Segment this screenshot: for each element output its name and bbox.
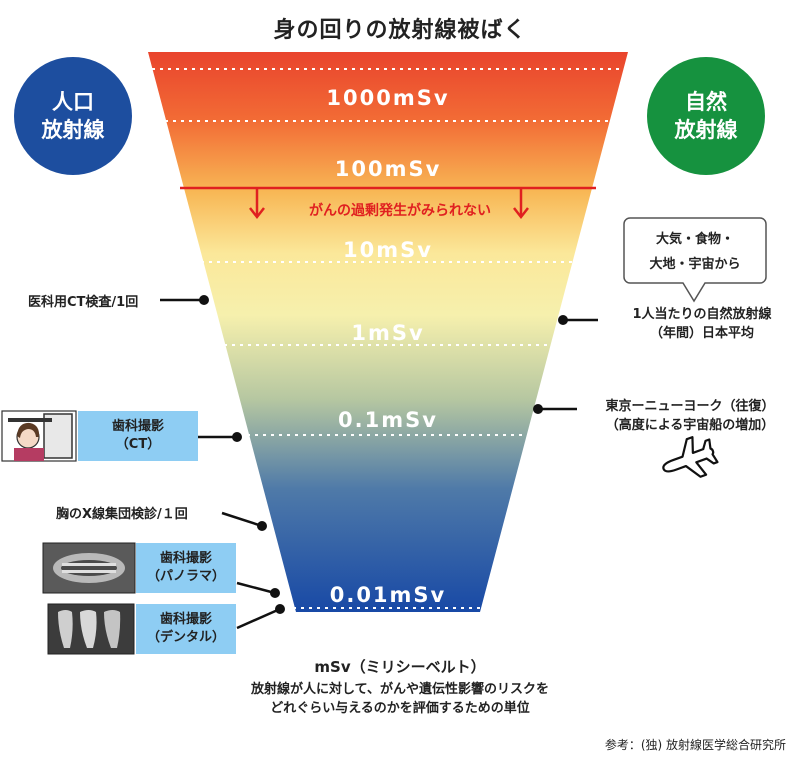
dental-dental-line2: （デンタル） [146, 630, 225, 645]
unit-title: mSv（ミリシーベルト） [314, 658, 486, 676]
scale-label-1000: 1000mSv [326, 86, 450, 110]
bubble-text: 大気・食物・ 大地・宇宙から [624, 228, 766, 277]
unit-desc-line1: 放射線が人に対して、がんや遺伝性影響のリスクを [251, 682, 549, 697]
dental-dental-box: 歯科撮影 （デンタル） [136, 604, 236, 654]
pointer-lines [160, 298, 598, 630]
bubble-line2: 大地・宇宙から [649, 256, 741, 272]
flight-note-line1: 東京ーニューヨーク（往復） [605, 399, 775, 414]
right-circle-line2: 放射線 [674, 118, 738, 142]
natural-note-line2: （年間）日本平均 [649, 325, 754, 341]
right-circle-line1: 自然 [685, 89, 727, 114]
ct-exam-note: 医科用CT検査/1回 [28, 295, 139, 310]
panoramic-xray-image [42, 542, 136, 594]
speech-bubble [623, 217, 767, 303]
flight-note: 東京ーニューヨーク（往復） （高度による宇宙船の増加） [582, 398, 798, 436]
artificial-radiation-circle: 人口 放射線 [14, 57, 132, 175]
dental-xray-image [47, 603, 135, 655]
funnel-body [148, 52, 628, 612]
dental-pano-box: 歯科撮影 （パノラマ） [136, 543, 236, 593]
flight-note-line2: （高度による宇宙船の増加） [605, 417, 775, 433]
dental-ct-line1: 歯科撮影 [111, 418, 164, 434]
natural-radiation-note: 1人当たりの自然放射線 （年間）日本平均 [604, 306, 800, 344]
dental-dental-line1: 歯科撮影 [159, 611, 212, 627]
threshold-line [180, 186, 596, 220]
unit-desc-line2: どれぐらい与えるのかを評価するための単位 [270, 701, 530, 716]
pointer-dots [199, 295, 568, 614]
left-circle-line2: 放射線 [41, 118, 105, 142]
scale-label-0-1: 0.1mSv [338, 408, 438, 432]
ct-machine-image [1, 410, 77, 462]
scale-label-1: 1mSv [351, 321, 425, 345]
dental-ct-line2: （CT） [115, 437, 161, 452]
scale-label-10: 10mSv [343, 238, 433, 262]
bubble-line1: 大気・食物・ [655, 232, 734, 247]
natural-radiation-circle: 自然 放射線 [647, 57, 765, 175]
airplane-icon [662, 436, 719, 478]
threshold-note: がんの過剰発生がみられない [309, 203, 491, 219]
natural-note-line1: 1人当たりの自然放射線 [632, 307, 772, 322]
dental-pano-line2: （パノラマ） [146, 569, 225, 584]
page-title: 身の回りの放射線被ばく [273, 18, 527, 43]
dental-pano-line1: 歯科撮影 [159, 550, 212, 566]
dental-ct-box: 歯科撮影 （CT） [78, 411, 198, 461]
scale-label-0-01: 0.01mSv [329, 583, 447, 607]
left-circle-line1: 人口 [52, 89, 94, 114]
scale-label-100: 100mSv [334, 157, 442, 181]
chest-xray-note: 胸のX線集団検診/１回 [56, 507, 188, 522]
scale-lines [152, 68, 624, 609]
reference-note: 参考：(独) 放射線医学総合研究所 [604, 738, 786, 752]
